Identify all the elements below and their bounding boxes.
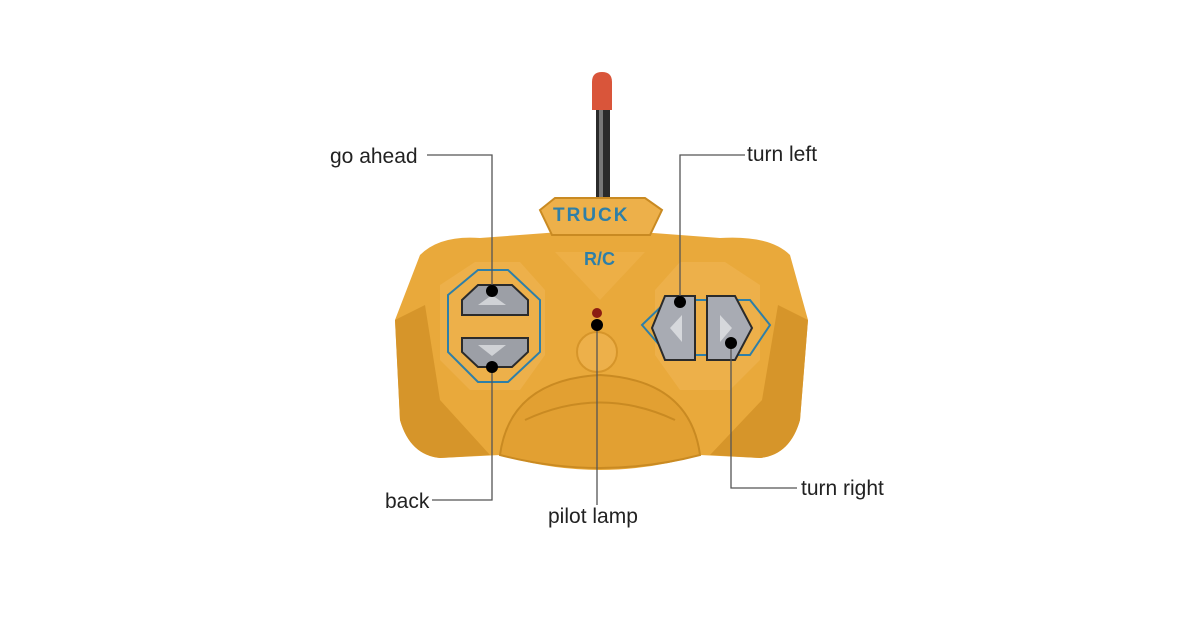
model-text: R/C (584, 249, 615, 269)
pilot-lamp (592, 308, 602, 318)
truck-badge (538, 197, 664, 300)
label-go-ahead: go ahead (330, 145, 418, 168)
callout-dots (486, 285, 737, 373)
label-pilot-lamp: pilot lamp (548, 505, 638, 528)
right-turn-button[interactable] (706, 295, 754, 361)
brand-text: TRUCK (553, 205, 630, 226)
backward-button[interactable] (461, 337, 529, 368)
label-turn-right: turn right (801, 477, 884, 500)
left-turn-button[interactable] (650, 295, 696, 361)
antenna (592, 72, 612, 200)
label-turn-left: turn left (747, 143, 818, 166)
leader-lines (427, 154, 797, 505)
forward-button[interactable] (461, 284, 529, 316)
label-back: back (385, 490, 430, 513)
antenna-tip (592, 72, 612, 110)
